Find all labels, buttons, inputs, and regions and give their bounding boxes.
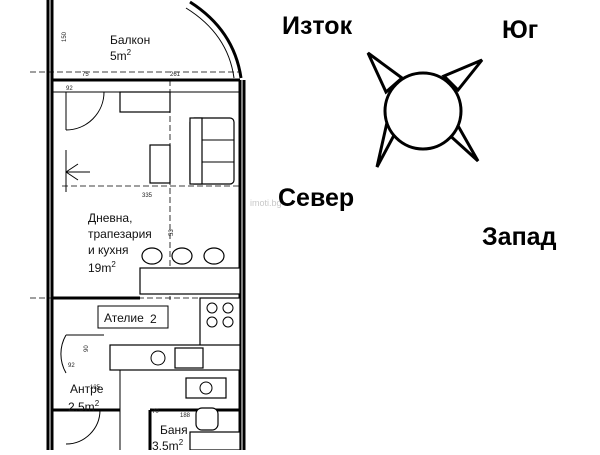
dimension-labels: 150 75 261 92 335 53 90 92 135 70 188: [62, 31, 191, 419]
dim-label: 90: [84, 345, 90, 352]
kitchen-units: [109, 297, 241, 371]
room-bath-label: Баня 3.5m2: [152, 423, 188, 453]
dim-label: 150: [62, 31, 68, 42]
bar-stools: [141, 247, 225, 265]
room-number: 2: [150, 312, 157, 326]
watermark: imoti.bg: [250, 198, 282, 208]
dim-label: 188: [180, 413, 191, 419]
room-area: 19m2: [88, 260, 116, 275]
room-area: 5m2: [110, 48, 132, 63]
dim-label: 261: [170, 72, 181, 78]
room-name: Баня: [160, 423, 188, 437]
sofa: [189, 117, 235, 185]
bathroom-fixtures: [185, 377, 241, 451]
room-hall-label: Антре 2.5m2: [68, 382, 104, 414]
room-area: 3.5m2: [152, 438, 184, 450]
compass-circle: [383, 71, 463, 151]
room-name: Ателие: [104, 311, 144, 325]
doors: [60, 91, 105, 445]
room-living-label: Дневна, трапезария и кухня 19m2: [88, 211, 152, 275]
coffee-table: [149, 144, 171, 184]
room-studio-label: Ателие 2: [97, 305, 169, 329]
dim-label: 92: [66, 86, 73, 92]
compass-east-label: Изток: [282, 12, 353, 40]
compass-west-label: Запад: [482, 223, 557, 251]
dim-label: 335: [142, 193, 153, 199]
room-name-line3: и кухня: [88, 243, 129, 257]
room-name-line1: Дневна,: [88, 211, 132, 225]
room-balcony-label: Балкон 5m2: [110, 33, 150, 63]
dim-label: 135: [90, 385, 101, 391]
compass-north-label: Север: [278, 184, 354, 212]
room-name-line2: трапезария: [88, 227, 152, 241]
room-name: Антре: [70, 382, 104, 396]
tv-unit: [119, 91, 171, 113]
room-area: 2.5m2: [68, 399, 100, 414]
room-name: Балкон: [110, 33, 150, 47]
compass-south-label: Юг: [502, 16, 538, 44]
dim-label: 75: [82, 72, 89, 78]
dim-label: 53: [169, 229, 175, 236]
dim-label: 70: [152, 409, 159, 415]
dim-label: 92: [68, 363, 75, 369]
walls: [46, 0, 246, 450]
compass-rose: [366, 51, 484, 168]
kitchen-counter: [139, 267, 241, 295]
